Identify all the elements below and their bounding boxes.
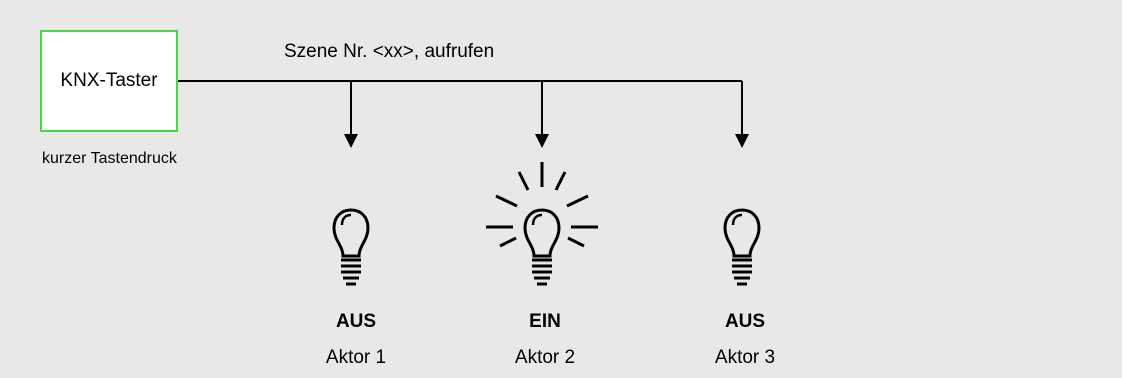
actuator-2-state: EIN (529, 311, 561, 332)
bulb-off-icon (723, 208, 761, 286)
actuator-1-state: AUS (335, 311, 377, 332)
press-type-label: kurzer Tastendruck (42, 150, 177, 167)
arrow-down-icon (344, 134, 358, 148)
bulb-off-icon (332, 208, 370, 286)
actuator-3-state: AUS (724, 311, 766, 332)
arrow-down-icon (735, 134, 749, 148)
bulb-on-icon (486, 162, 598, 286)
actuator-1-name: Aktor 1 (325, 347, 387, 368)
light-rays (486, 162, 598, 248)
knx-taster-box: KNX-Taster (40, 30, 178, 132)
sender-label: KNX-Taster (60, 70, 158, 91)
actuator-2-name: Aktor 2 (514, 347, 576, 368)
scene-command-label: Szene Nr. <xx>, aufrufen (284, 41, 495, 62)
arrow-down-icon (535, 134, 549, 148)
actuator-3-name: Aktor 3 (714, 347, 776, 368)
